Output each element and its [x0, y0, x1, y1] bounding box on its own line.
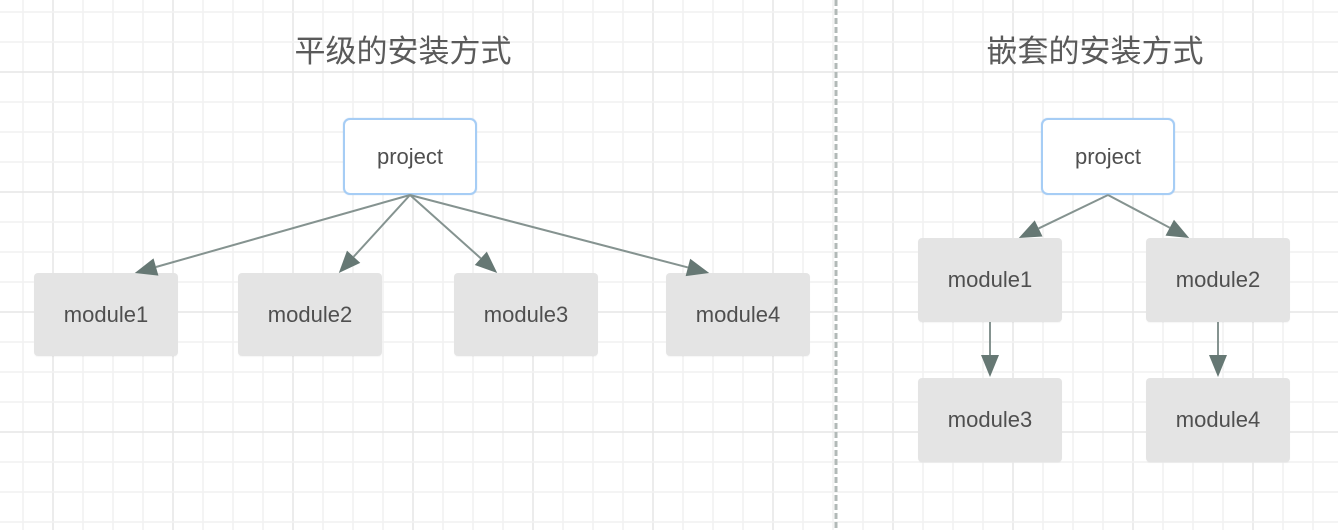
- node-module4-nested[interactable]: module4: [1146, 378, 1290, 462]
- node-project-flat[interactable]: project: [343, 118, 477, 195]
- panel-title-flat: 平级的安装方式: [294, 34, 512, 70]
- panel-title-nested: 嵌套的安装方式: [986, 34, 1204, 70]
- node-project-nested[interactable]: project: [1041, 118, 1175, 195]
- node-module1-flat[interactable]: module1: [34, 273, 178, 356]
- node-module2-flat[interactable]: module2: [238, 273, 382, 356]
- panel-divider: [834, 0, 838, 530]
- node-module1-nested[interactable]: module1: [918, 238, 1062, 322]
- node-module4-flat[interactable]: module4: [666, 273, 810, 356]
- node-module3-nested[interactable]: module3: [918, 378, 1062, 462]
- node-module3-flat[interactable]: module3: [454, 273, 598, 356]
- node-module2-nested[interactable]: module2: [1146, 238, 1290, 322]
